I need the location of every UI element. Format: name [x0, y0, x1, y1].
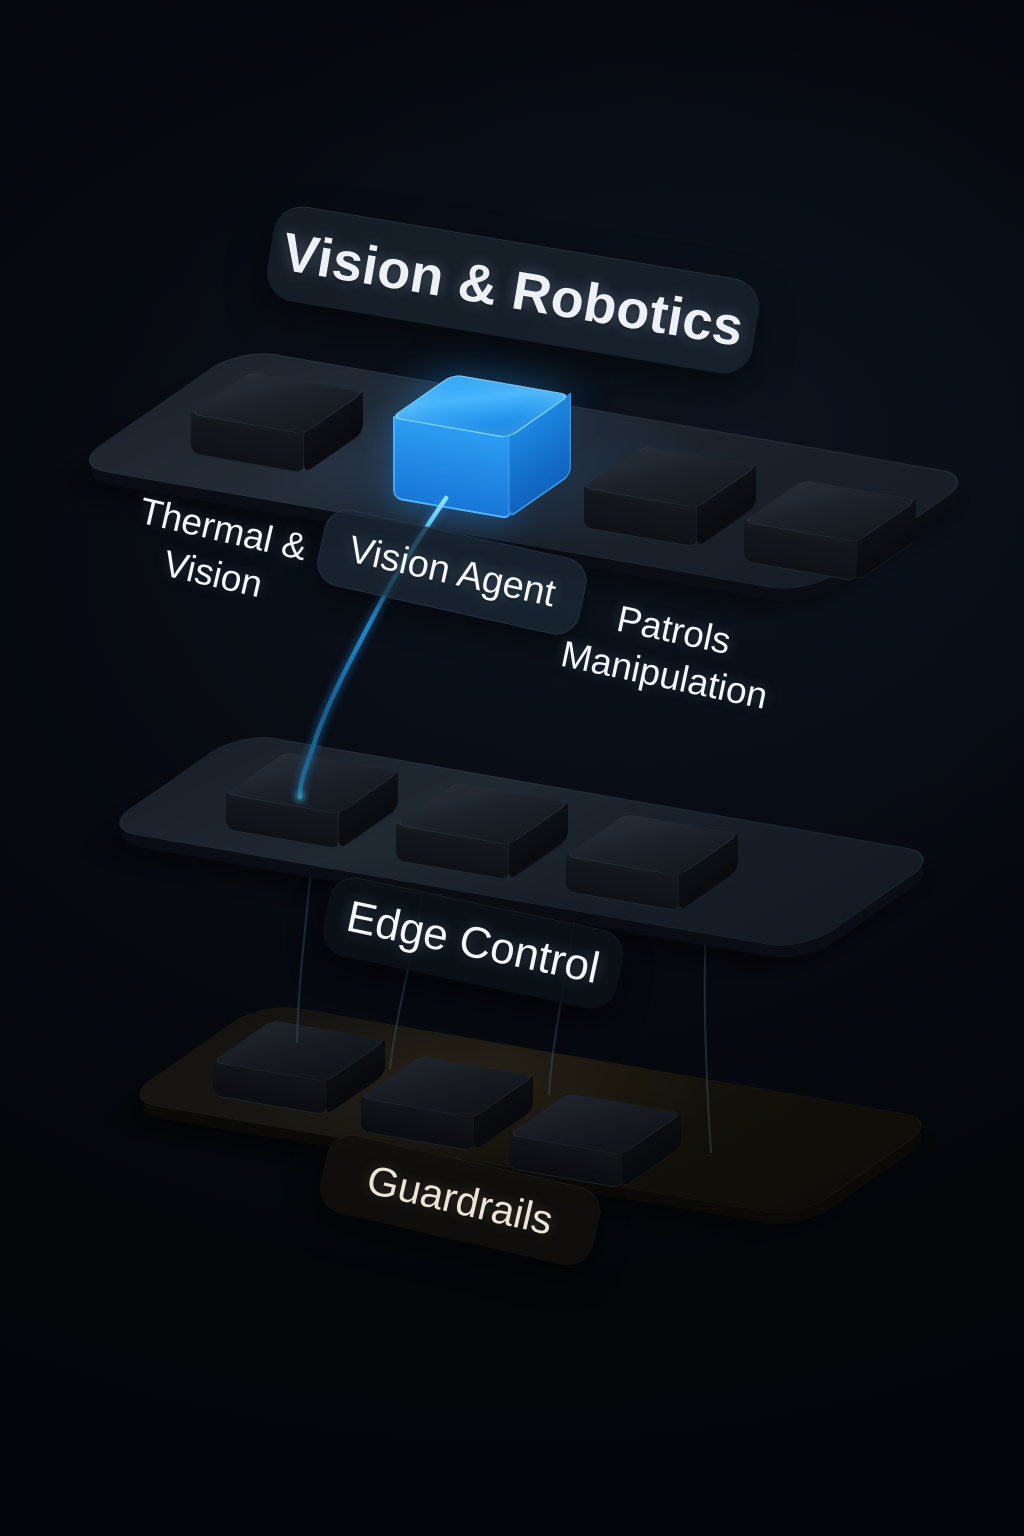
label-patrols-manipulation: Patrols Manipulation: [522, 579, 815, 727]
title-pill: Vision & Robotics: [262, 202, 764, 378]
page-title: Vision & Robotics: [278, 221, 748, 359]
